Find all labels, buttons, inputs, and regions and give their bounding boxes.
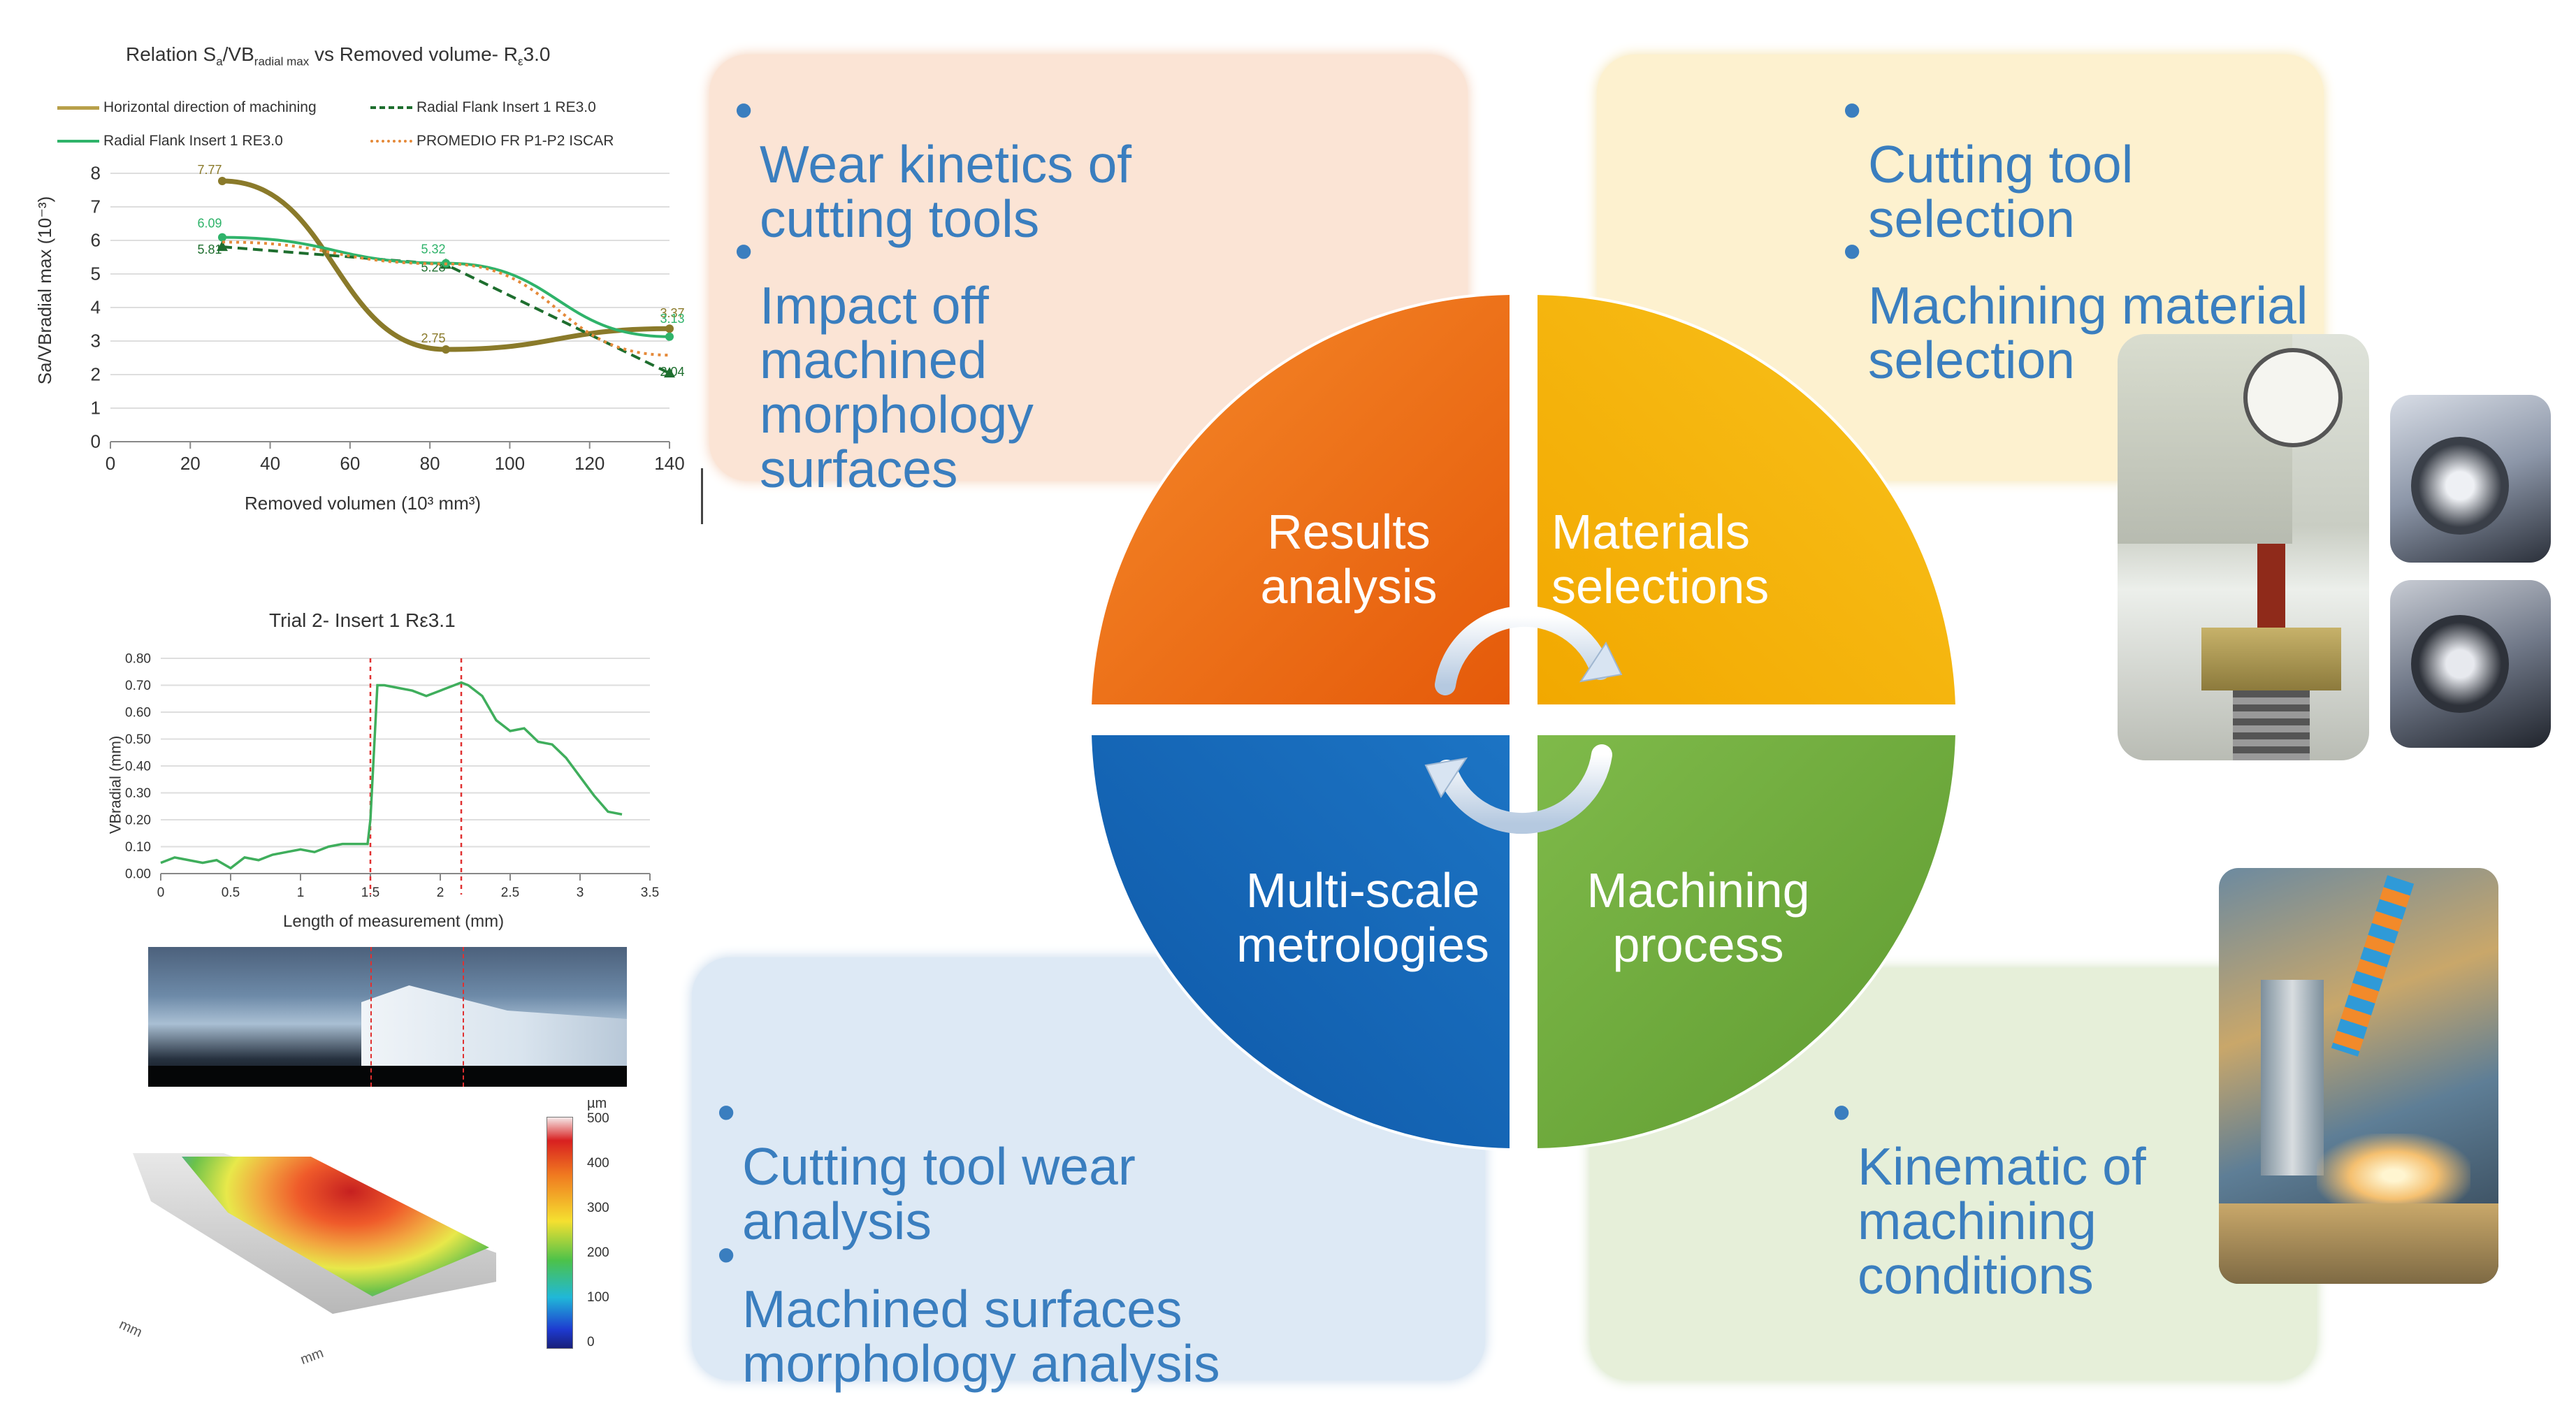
cycle-diagram — [1088, 291, 1959, 1152]
data-point — [217, 240, 228, 252]
data-label: 3.13 — [660, 312, 684, 326]
bullet-surfaces-morphology: •Machined surfaces morphology analysis — [717, 1225, 1220, 1393]
chart1-legend-horizontal: Horizontal direction of machining — [57, 99, 317, 116]
hardness-tester-photo — [2118, 334, 2369, 760]
chart1-xlabel: Removed volumen (10³ mm³) — [245, 493, 482, 514]
insert-top-photo — [2390, 395, 2551, 563]
data-label: 5.32 — [421, 243, 445, 256]
quadrant-results — [1088, 291, 1512, 707]
colorbar-tick-500: 500 — [587, 1111, 609, 1126]
y-tick-label: 0.40 — [125, 759, 151, 774]
y-tick-label: 7 — [91, 196, 101, 217]
colorbar-unit: µm — [587, 1096, 607, 1111]
x-tick-label: 3 — [577, 885, 584, 900]
insert-bottom-photo — [2390, 580, 2551, 748]
colorbar-tick-0: 0 — [587, 1335, 595, 1350]
data-point — [665, 332, 674, 341]
x-tick-label: 2.5 — [501, 885, 519, 900]
machining-photo — [2219, 868, 2498, 1284]
y-tick-label: 6 — [91, 230, 101, 251]
quadrant-materials — [1535, 291, 1959, 707]
chart1-legend-promedio: PROMEDIO FR P1-P2 ISCAR — [370, 133, 614, 150]
series-line — [222, 178, 670, 352]
x-tick-label: 1 — [297, 885, 305, 900]
data-label: 6.09 — [197, 217, 222, 231]
bullet-kinematic: •Kinematic of machining conditions — [1832, 1083, 2146, 1305]
colorbar-tick-100: 100 — [587, 1290, 609, 1305]
data-label: 7.77 — [197, 163, 222, 177]
data-point — [218, 233, 226, 242]
quadrant-machining — [1535, 732, 1959, 1152]
colorbar — [547, 1117, 573, 1349]
label-materials-selections: Materials selections — [1551, 505, 1770, 614]
data-label: 5.81 — [197, 243, 222, 256]
y-tick-label: 0 — [91, 431, 101, 452]
colorbar-tick-400: 400 — [587, 1156, 609, 1171]
label-results-analysis: Results analysis — [1260, 505, 1438, 614]
chart1-right-rule — [701, 468, 703, 524]
chart1-legend-radial-green: Radial Flank Insert 1 RE3.0 — [370, 99, 596, 116]
surface-3d-map-image: mm mm — [117, 1139, 510, 1370]
data-label: 2.75 — [421, 331, 445, 345]
chart1-legend-radial-light: Radial Flank Insert 1 RE3.0 — [57, 133, 283, 150]
x-tick-label: 20 — [180, 453, 201, 474]
y-tick-label: 0.30 — [125, 786, 151, 801]
data-point — [665, 324, 674, 333]
y-tick-label: 4 — [91, 297, 101, 318]
x-tick-label: 0 — [157, 885, 165, 900]
bullet-tool-wear-analysis: • Cutting tool wear analysis — [717, 1083, 1136, 1250]
x-tick-label: 1.5 — [361, 885, 379, 900]
y-tick-label: 1 — [91, 398, 101, 419]
chart1-ylabel: Sa/VBradial max (10⁻³) — [34, 196, 56, 385]
y-tick-label: 0.70 — [125, 679, 151, 693]
x-tick-label: 2 — [437, 885, 444, 900]
data-point — [664, 367, 675, 378]
bullet-cutting-tool-selection: •Cutting tool selection — [1843, 80, 2134, 248]
data-label: 3.37 — [660, 306, 684, 320]
data-point — [442, 345, 450, 354]
label-multiscale-metrologies: Multi-scale metrologies — [1236, 863, 1489, 972]
y-tick-label: 3 — [91, 331, 101, 352]
quadrant-metrologies — [1088, 732, 1512, 1152]
wear-micrograph-image — [148, 947, 627, 1087]
series-line — [160, 681, 623, 870]
label-machining-process: Machining process — [1586, 863, 1810, 972]
x-tick-label: 0 — [106, 453, 115, 474]
chart1-title: Relation Sa/VBradial max vs Removed volu… — [126, 43, 551, 68]
x-tick-label: 3.5 — [641, 885, 659, 900]
chart2-xlabel: Length of measurement (mm) — [283, 912, 505, 931]
data-label: 2.04 — [660, 365, 684, 379]
x-tick-label: 0.5 — [222, 885, 240, 900]
x-tick-label: 100 — [495, 453, 525, 474]
chart2-plot: 0.00 0.10 0.20 0.30 0.40 0.50 0.60 0.70 0.80 0 0.5… — [125, 651, 659, 900]
chart2-title: Trial 2- Insert 1 Rε3.1 — [269, 609, 456, 631]
data-point — [218, 177, 226, 186]
x-tick-label: 80 — [420, 453, 440, 474]
x-tick-label: 140 — [654, 453, 684, 474]
colorbar-tick-200: 200 — [587, 1245, 609, 1260]
y-tick-label: 0.60 — [125, 705, 151, 720]
x-tick-label: 120 — [574, 453, 605, 474]
x-tick-label: 40 — [260, 453, 280, 474]
colorbar-tick-300: 300 — [587, 1201, 609, 1215]
bullet-machining-material-selection: •Machining material selection — [1843, 222, 2308, 389]
y-tick-label: 0.80 — [125, 651, 151, 666]
y-tick-label: 5 — [91, 263, 101, 284]
cycle-arrow-icon — [1424, 605, 1623, 834]
y-tick-label: 2 — [91, 364, 101, 385]
bullet-wear-kinetics: •Wear kinetics of cutting tools — [735, 80, 1132, 248]
series-line — [222, 240, 670, 357]
x-tick-label: 60 — [340, 453, 360, 474]
y-tick-label: 0.20 — [125, 813, 151, 827]
bullet-impact-morphology: •Impact off machined morphology surfaces — [735, 222, 1034, 498]
chart2-ylabel: VBradial (mm) — [106, 735, 124, 834]
y-tick-label: 0.00 — [125, 867, 151, 881]
y-tick-label: 0.10 — [125, 840, 151, 855]
y-tick-label: 0.50 — [125, 732, 151, 747]
y-tick-label: 8 — [91, 163, 101, 184]
